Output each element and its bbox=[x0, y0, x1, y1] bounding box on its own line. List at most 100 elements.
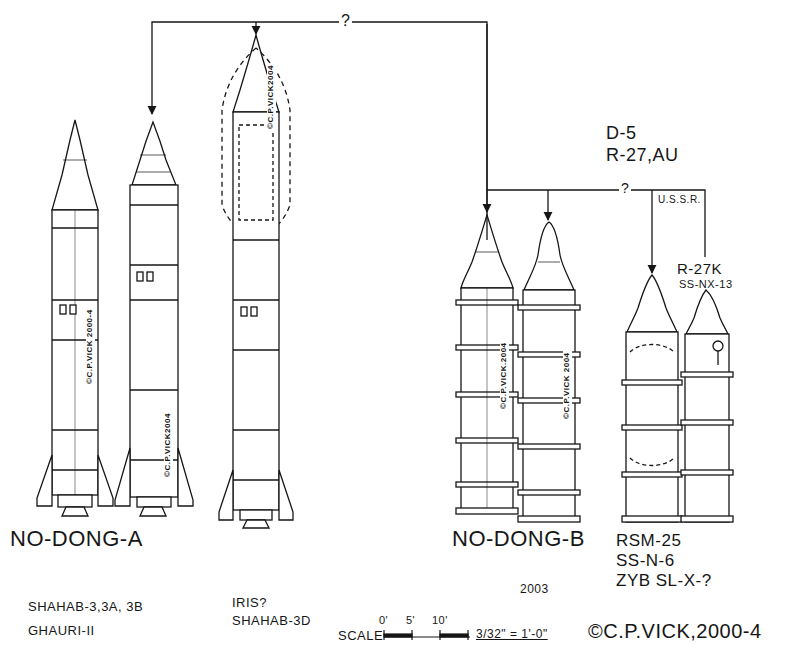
rsm-25-missile-part bbox=[630, 345, 674, 353]
shahab-3-missile-part bbox=[115, 448, 130, 506]
no-dong-b-missile-part bbox=[538, 262, 560, 263]
copyright-mark: ©C.P.VICK2004 bbox=[267, 64, 276, 130]
shahab-3-missile-part bbox=[130, 299, 178, 300]
no-dong-b-missile bbox=[456, 215, 518, 514]
shahab-3d-missile-part bbox=[233, 299, 279, 300]
no-dong-b-missile-part bbox=[461, 288, 513, 512]
scale-bar-part bbox=[384, 634, 412, 637]
r-27k-missile-part bbox=[717, 351, 718, 365]
no-dong-a-missile-part bbox=[70, 305, 76, 314]
missile-illustration-part bbox=[37, 35, 733, 528]
rsm-25-missile-part bbox=[627, 275, 677, 332]
r-27k-missile-part bbox=[686, 290, 728, 334]
rsm-25-missile-part bbox=[622, 516, 682, 522]
r-27k-missile-part bbox=[681, 372, 733, 377]
lineage-bracket-part bbox=[487, 190, 705, 257]
shahab-3d-missile-part bbox=[279, 470, 293, 520]
variant-name: GHAURI-II bbox=[28, 624, 95, 638]
shahab-3-missile-part bbox=[137, 272, 143, 281]
shahab-3-missile-part bbox=[130, 264, 178, 265]
no-dong-a-missile-part bbox=[60, 305, 66, 314]
shahab-3d-missile-part bbox=[219, 470, 233, 520]
lineage-bracket-part bbox=[486, 24, 487, 212]
shahab-3d-missile-part bbox=[243, 520, 269, 528]
lineage-bracket-part bbox=[651, 190, 652, 273]
no-dong-a-missile-part bbox=[98, 455, 113, 506]
no-dong-a-missile-part bbox=[52, 210, 98, 495]
rsm-25-missile-part bbox=[622, 472, 682, 477]
shahab-3-missile-part bbox=[147, 272, 153, 281]
variant-name: SHAHAB-3,3A, 3B bbox=[28, 600, 143, 614]
shahab-3-missile-part bbox=[130, 204, 178, 205]
shahab-3d-missile-part bbox=[251, 307, 257, 316]
model-name: R-27,AU bbox=[606, 146, 679, 166]
scale-bar-part bbox=[383, 630, 384, 640]
r-27k-missile-part bbox=[681, 470, 733, 475]
rsm-25-missile-part bbox=[630, 458, 674, 466]
no-dong-a-missile-part bbox=[62, 507, 88, 516]
scale-tick-label: 10' bbox=[432, 614, 448, 626]
lineage-bracket-part bbox=[255, 22, 256, 34]
r-27k-missile-part bbox=[685, 334, 729, 522]
copyright-notice: ©C.P.VICK,2000-4 bbox=[588, 620, 762, 642]
shahab-3d-missile-part bbox=[233, 349, 279, 350]
country-label: U.S.S.R. bbox=[658, 194, 701, 205]
shahab-3d-missile-part bbox=[233, 112, 279, 510]
no-dong-b-missile-part bbox=[487, 288, 488, 508]
no-dong-b-missile-part bbox=[523, 290, 575, 520]
shahab-3d-missile-part bbox=[241, 307, 247, 316]
no-dong-b-missile-part bbox=[475, 252, 499, 253]
copyright-mark: ©C.P.VICK 2000-4 bbox=[86, 308, 95, 385]
scale-bar-part bbox=[467, 630, 468, 640]
no-dong-b-missile-part bbox=[518, 305, 580, 310]
scale-tick-label: 5' bbox=[406, 614, 415, 626]
scale-bar-part bbox=[440, 634, 468, 637]
missile-name: ZYB SL-X-? bbox=[616, 572, 712, 591]
scale-ratio: 3/32" = 1'-0" bbox=[476, 628, 548, 641]
no-dong-a-missile-part bbox=[63, 160, 87, 161]
shahab-3-missile-part bbox=[132, 122, 176, 185]
shahab-3-missile-part bbox=[137, 497, 171, 507]
rsm-25-missile-part bbox=[622, 425, 682, 430]
r-27k-missile bbox=[681, 290, 733, 522]
shahab-3d-missile bbox=[219, 35, 293, 528]
no-dong-b-missile-part bbox=[456, 508, 518, 514]
question-mark: ? bbox=[619, 181, 631, 196]
scale-bar-part bbox=[439, 630, 440, 640]
question-mark: ? bbox=[339, 12, 352, 30]
no-dong-b-missile bbox=[518, 222, 580, 522]
shahab-3d-missile-part bbox=[239, 125, 273, 220]
no-dong-a-missile-part bbox=[52, 120, 98, 210]
model-name: R-27K bbox=[677, 261, 722, 278]
shahab-3-missile-part bbox=[136, 172, 170, 173]
missile-name: SS-N-6 bbox=[616, 552, 675, 571]
lineage-bracket bbox=[152, 22, 705, 273]
copyright-mark: ©C.P.VICK.2004 bbox=[500, 341, 509, 410]
shahab-3-missile-part bbox=[178, 448, 193, 506]
r-27k-missile-part bbox=[681, 420, 733, 425]
model-name: SS-NX-13 bbox=[679, 278, 733, 290]
variant-name: SHAHAB-3D bbox=[232, 614, 311, 628]
r-27k-missile-part bbox=[713, 341, 723, 351]
variant-name: IRIS? bbox=[232, 596, 267, 610]
missile-name: NO-DONG-A bbox=[10, 527, 143, 551]
copyright-mark: ©C.P.VICK 2004 bbox=[563, 351, 572, 420]
rsm-25-missile-part bbox=[622, 380, 682, 385]
missile-name: NO-DONG-B bbox=[452, 527, 585, 551]
rsm-25-missile bbox=[622, 275, 682, 522]
missile-name: RSM-25 bbox=[616, 532, 681, 551]
year-label: 2003 bbox=[520, 583, 549, 596]
shahab-3-missile bbox=[115, 122, 193, 516]
no-dong-b-missile-part bbox=[524, 222, 574, 290]
shahab-3d-missile-part bbox=[233, 239, 279, 240]
shahab-3d-missile-part bbox=[240, 510, 272, 520]
shahab-3-missile-part bbox=[140, 507, 166, 516]
no-dong-a-missile-part bbox=[58, 495, 92, 507]
no-dong-a-missile-part bbox=[37, 455, 52, 506]
scale-label: SCALE bbox=[338, 629, 383, 643]
r-27k-missile-part bbox=[681, 516, 733, 522]
no-dong-a-missile-part bbox=[75, 210, 76, 495]
copyright-mark: ©C.P.VICK2004 bbox=[164, 412, 173, 478]
shahab-3d-missile-part bbox=[233, 429, 279, 430]
